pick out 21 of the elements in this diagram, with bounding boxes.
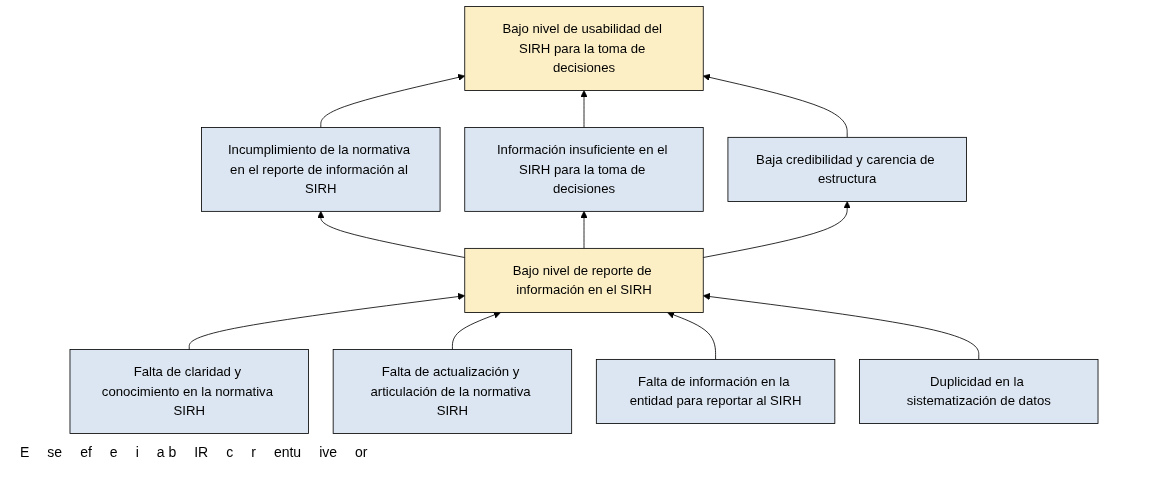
node-box: Falta de información en la entidad para reportar al SIRH — [595, 359, 836, 424]
text-fragment: ef — [80, 444, 92, 460]
node-box: Información insuficiente en el SIRH para la toma de decisiones — [464, 127, 704, 212]
text-fragment: ive — [319, 444, 338, 460]
text-fragment: c — [226, 444, 234, 460]
node-box: Falta de claridad y conocimiento en la normativa SIRH — [69, 349, 309, 434]
text-fragment: i — [135, 444, 139, 460]
text-fragment: IR — [194, 444, 209, 460]
node-box: Duplicidad en la sistematización de datos — [859, 359, 1099, 424]
node-box: Baja credibilidad y carencia de estructura — [727, 136, 967, 202]
text-fragment: a b — [156, 444, 177, 460]
node-box: Falta de actualización y articulación de la normativa SIRH — [332, 349, 573, 434]
text-fragment: r — [251, 444, 256, 460]
node-box: Bajo nivel de reporte de información en el SIRH — [464, 247, 704, 313]
text-fragment: entu — [273, 444, 302, 460]
text-fragment: e — [109, 444, 118, 460]
node-box: Incumplimiento de la normativa en el reporte de información al SIRH — [201, 127, 441, 212]
node-box: Bajo nivel de usabilidad del SIRH para la toma de decisiones — [464, 6, 704, 91]
text-fragment: E — [20, 444, 30, 460]
text-fragment: se — [47, 444, 63, 460]
text-fragment: or — [355, 444, 368, 460]
